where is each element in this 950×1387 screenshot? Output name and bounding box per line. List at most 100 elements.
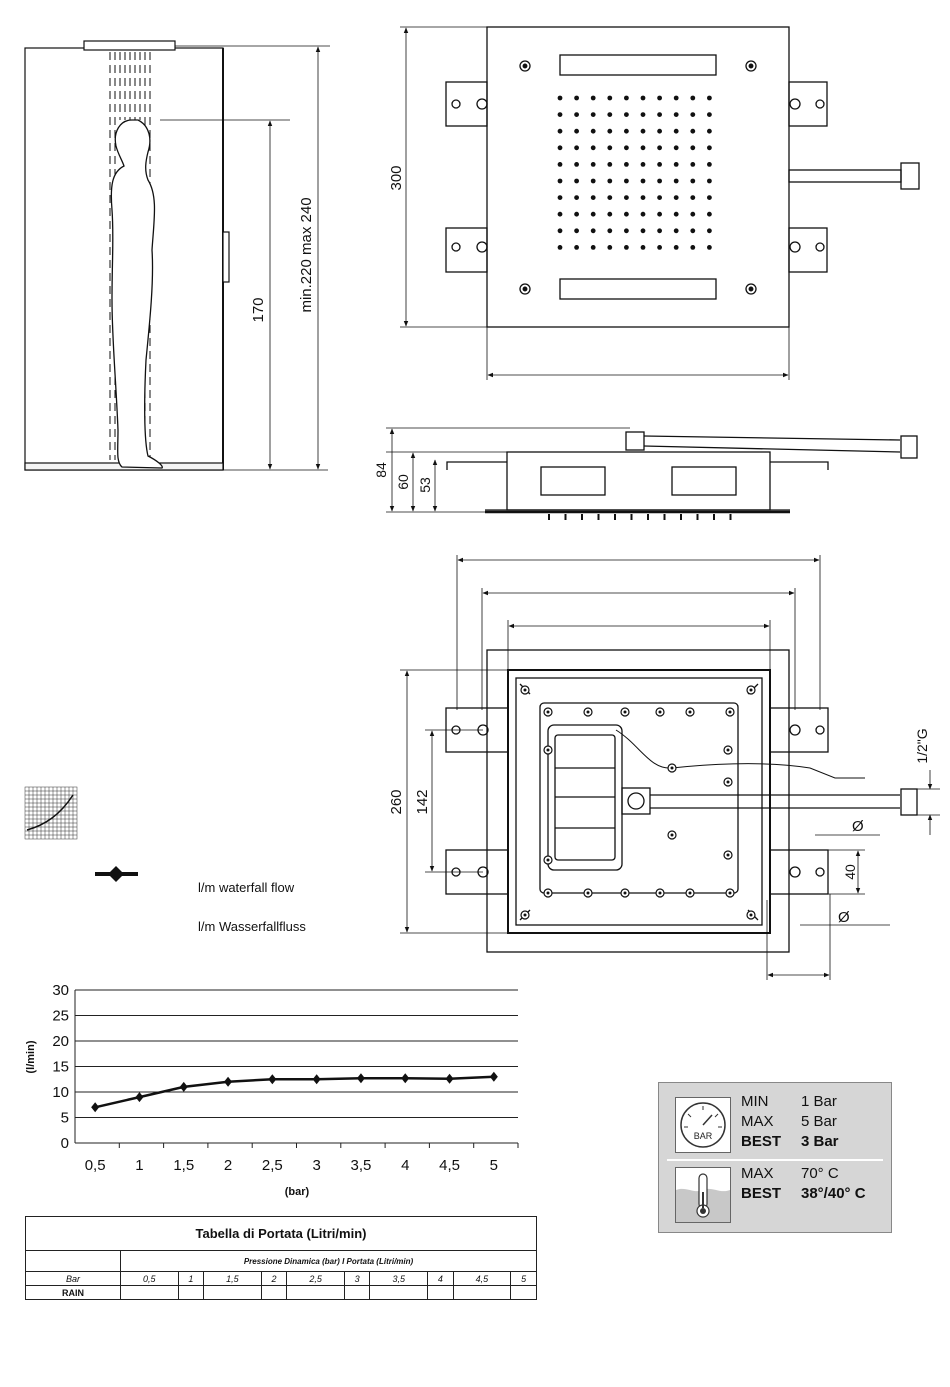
screw-center: [726, 780, 730, 784]
nozzle-dot: [557, 145, 563, 151]
data-point: [179, 1081, 188, 1092]
nozzle-dot: [607, 195, 613, 201]
y-tick-label: 15: [52, 1059, 69, 1076]
nozzle-dot: [707, 95, 712, 101]
screw-center: [726, 853, 730, 857]
nozzle-dot: [673, 195, 679, 201]
dim-hole-diameter-2: Ø: [838, 909, 850, 926]
y-axis-label: (l/min): [25, 1040, 37, 1073]
x-tick-label: 3,5: [351, 1157, 372, 1174]
nozzle-dot: [673, 178, 679, 184]
y-tick-label: 25: [52, 1008, 69, 1025]
install-screws: [520, 685, 756, 920]
front-nozzle: [663, 514, 666, 520]
nozzle-dot: [690, 128, 696, 134]
dim-front-inner: 53: [417, 477, 433, 493]
screw-center: [546, 748, 550, 752]
nozzle-dot: [690, 178, 696, 184]
dim-total-height: min.220 max 240: [298, 197, 315, 312]
screw-center: [726, 748, 730, 752]
nozzle-dot: [640, 162, 646, 167]
screw-center: [546, 858, 550, 862]
x-tick-label: 0,5: [85, 1157, 106, 1174]
nozzle-dot: [624, 178, 629, 184]
nozzle-dot: [640, 211, 646, 217]
screw-center: [658, 710, 662, 714]
dim-front-total: 84: [373, 462, 389, 478]
pressure-gauge-icon: BAR: [675, 1097, 731, 1153]
nozzle-dot: [707, 195, 712, 201]
nozzle-dot: [707, 228, 712, 234]
nozzle-dot: [557, 112, 563, 117]
nozzle-dot: [624, 162, 629, 167]
nozzle-dot: [657, 195, 662, 201]
nozzle-dot: [640, 228, 646, 234]
x-tick-label: 3: [312, 1157, 320, 1174]
nozzle-dot: [624, 145, 629, 151]
table-col-header: 1,5: [203, 1271, 262, 1286]
table-cell: [260, 1285, 288, 1300]
nozzle-dot: [624, 211, 629, 217]
legend-series-marker: [95, 866, 138, 882]
top-view: [400, 26, 920, 380]
nozzle-dot: [657, 245, 662, 250]
front-nozzle: [548, 514, 550, 520]
table-row-header: Bar: [25, 1271, 121, 1286]
nozzle-dot: [607, 128, 613, 134]
x-tick-label: 1,5: [173, 1157, 194, 1174]
front-nozzle: [647, 514, 649, 520]
screw-center: [688, 710, 692, 714]
nozzle-dot: [624, 95, 629, 101]
nozzle-dot: [690, 112, 696, 117]
nozzle-dot: [690, 245, 696, 250]
y-tick-label: 0: [61, 1135, 69, 1152]
screw-center: [586, 891, 590, 895]
nozzle-dot: [690, 95, 696, 101]
side-view: [24, 40, 330, 471]
nozzle-dot: [707, 145, 712, 151]
legend-grid-icon: [24, 786, 78, 840]
nozzle-dot: [657, 128, 662, 134]
legend-grid-curve: [26, 794, 74, 831]
front-nozzle: [630, 514, 633, 520]
nozzle-dot: [574, 178, 579, 184]
nozzle-dot: [574, 162, 579, 167]
data-point: [401, 1073, 410, 1084]
table-cell: [286, 1285, 345, 1300]
nozzle-dot: [673, 211, 679, 217]
data-point: [312, 1074, 321, 1085]
nozzle-dot: [707, 162, 712, 167]
nozzle-dot: [624, 112, 629, 117]
person-silhouette: [110, 119, 163, 469]
nozzle-dot: [657, 145, 662, 151]
front-nozzle: [564, 514, 567, 520]
table-cell: [452, 1285, 512, 1300]
nozzle-dot: [624, 245, 629, 250]
dim-install-spacing: 142: [414, 789, 431, 814]
dim-hole-spacing: 40: [842, 864, 858, 880]
table-cell: [427, 1285, 454, 1300]
data-point: [224, 1076, 233, 1087]
screw-center: [670, 833, 674, 837]
legend-label-waterfall: l/m waterfall flow: [198, 880, 295, 895]
nozzle-dot: [574, 211, 579, 217]
nozzle-dot: [640, 112, 646, 117]
nozzle-dot: [624, 128, 629, 134]
nozzle-dot: [574, 95, 579, 101]
nozzle-dot: [640, 128, 646, 134]
dim-hole-diameter-1: Ø: [852, 818, 864, 835]
data-point: [356, 1073, 365, 1084]
nozzle-dot: [557, 95, 563, 101]
nozzle-dot: [657, 95, 662, 101]
y-tick-label: 20: [52, 1033, 69, 1050]
table-col-header: 1: [177, 1271, 205, 1286]
nozzle-dot: [557, 128, 563, 134]
nozzle-dot: [590, 95, 596, 101]
screw-center: [523, 913, 527, 917]
nozzle-dot: [574, 112, 579, 117]
